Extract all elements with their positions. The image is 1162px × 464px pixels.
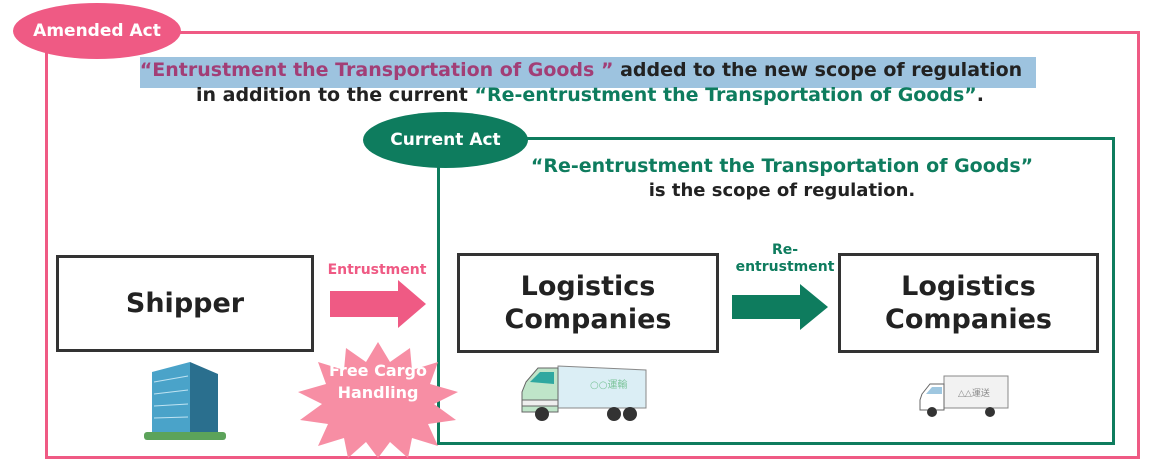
shipper-box: Shipper [56, 255, 314, 352]
headline-quote: “Entrustment the Transportation of Goods… [139, 59, 614, 81]
subline-prefix: in addition to the current [195, 84, 475, 106]
current-act-line2: is the scope of regulation. [648, 180, 916, 201]
current-act-line1: “Re-entrustment the Transportation of Go… [530, 155, 1034, 177]
entrustment-label: Entrustment [327, 262, 427, 278]
headline-rest: added to the new scope of regulation [613, 59, 1023, 81]
truck-logo-1: ○○運輸 [590, 378, 627, 391]
large-truck-icon: ○○運輸 [521, 365, 647, 421]
reentrustment-label: Re-entrustment [735, 242, 835, 275]
current-act-label: Current Act [390, 130, 501, 150]
logistics-label-1: Logistics Companies [504, 271, 672, 335]
reentrustment-arrow-icon [732, 284, 828, 330]
logistics-label-2: Logistics Companies [885, 271, 1052, 335]
current-act-frame [437, 137, 1115, 445]
entrustment-arrow-icon [330, 280, 426, 328]
amended-act-label: Amended Act [33, 21, 161, 41]
truck-logo-2: △△運送 [958, 387, 990, 399]
amended-subline: in addition to the current “Re-entrustme… [0, 84, 1162, 106]
subline-suffix: . [976, 84, 985, 106]
subline-quote: “Re-entrustment the Transportation of Go… [474, 84, 977, 106]
logistics-box-1: Logistics Companies [457, 253, 719, 353]
headline-highlight [140, 57, 1036, 88]
current-act-badge: Current Act [363, 112, 528, 168]
shipper-label: Shipper [125, 288, 245, 319]
small-truck-icon: △△運送 [919, 375, 1009, 417]
logistics-box-2: Logistics Companies [838, 253, 1099, 353]
amended-headline: “Entrustment the Transportation of Goods… [0, 59, 1162, 81]
amended-act-frame [45, 31, 1140, 459]
free-cargo-handling-label: Free Cargo Handling [329, 361, 427, 402]
amended-act-badge: Amended Act [13, 3, 181, 59]
office-building-icon [144, 362, 226, 440]
starburst-icon [298, 342, 458, 458]
